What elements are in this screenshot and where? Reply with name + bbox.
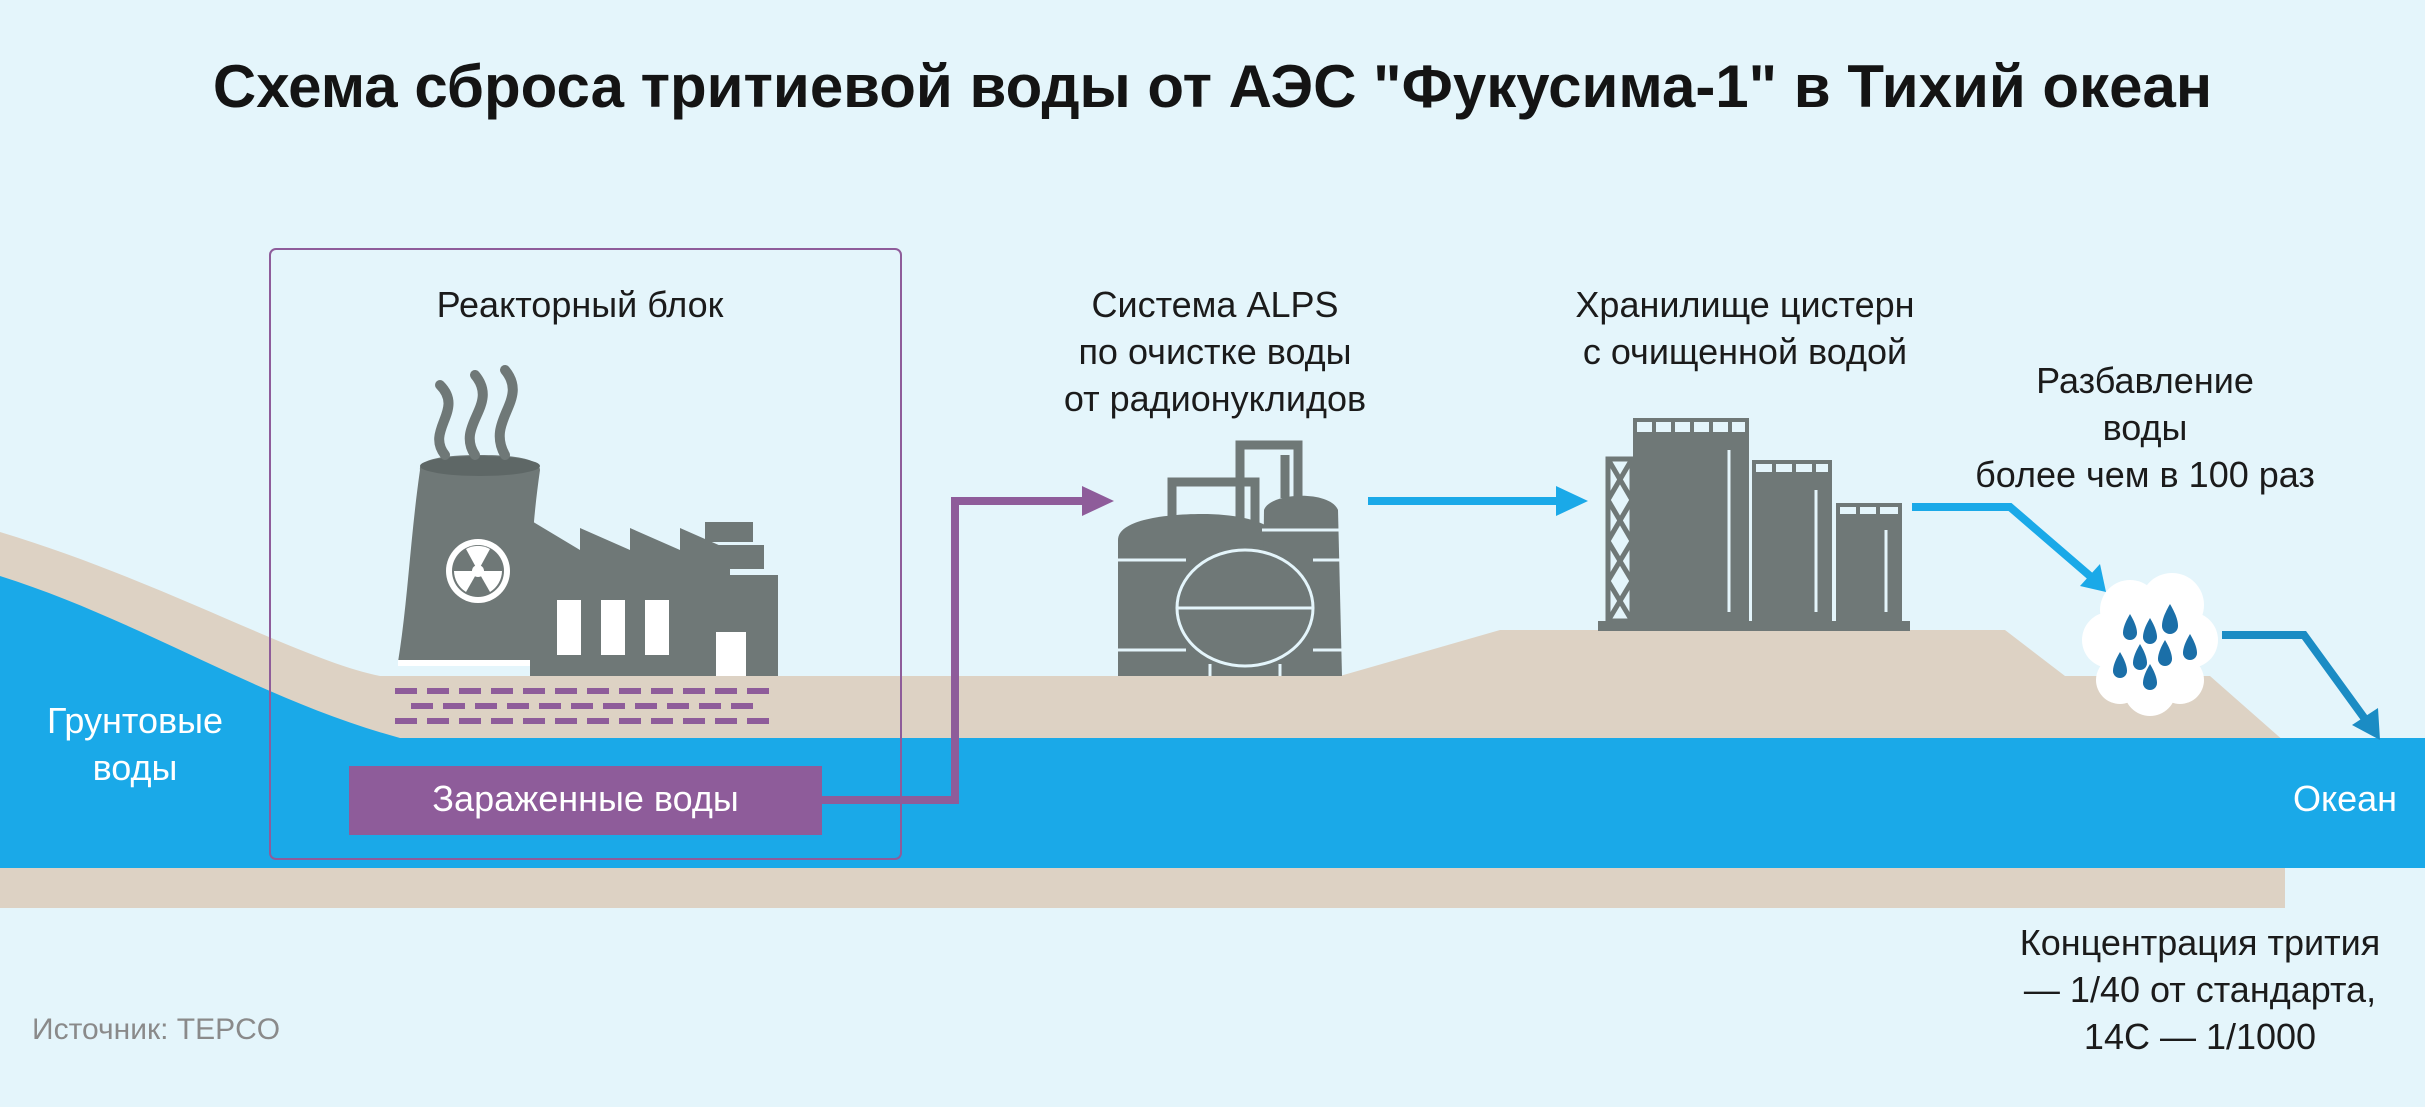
dilution-label: Разбавление воды более чем в 100 раз [1975, 360, 2315, 495]
purified-flow-arrow [1368, 486, 1588, 516]
reactor-block-frame [269, 248, 902, 860]
ocean-region [2285, 738, 2425, 868]
dilution-cloud-icon [2082, 573, 2218, 716]
page-title: Схема сброса тритиевой воды от АЭС "Фуку… [212, 53, 2213, 120]
dilution-flow-arrow [1912, 503, 2106, 592]
ocean-label: Океан [2292, 778, 2398, 819]
groundwater-label: Грунтовые воды [46, 700, 224, 788]
source-note: Источник: TEPCO [32, 1013, 281, 1046]
reactor-building-icon [530, 520, 778, 676]
storage-tanks-icon [1598, 418, 1910, 631]
steam-icon [434, 365, 518, 460]
alps-system-label: Система ALPS по очистке воды от радионук… [1063, 284, 1367, 419]
contaminated-flow-arrow [822, 486, 1114, 804]
concentration-label: Концентрация трития — 1/40 от стандарта,… [2019, 922, 2381, 1057]
contaminated-water-box [349, 766, 822, 835]
contamination-dashes [395, 688, 769, 724]
storage-label: Хранилище цистерн с очищенной водой [1575, 284, 1915, 372]
reactor-block-label: Реакторный блок [436, 284, 724, 325]
cooling-tower-icon [398, 455, 540, 666]
alps-system-icon [1118, 440, 1342, 676]
contaminated-water-label: Зараженные воды [432, 778, 739, 819]
ocean-flow-arrow [2222, 631, 2380, 740]
